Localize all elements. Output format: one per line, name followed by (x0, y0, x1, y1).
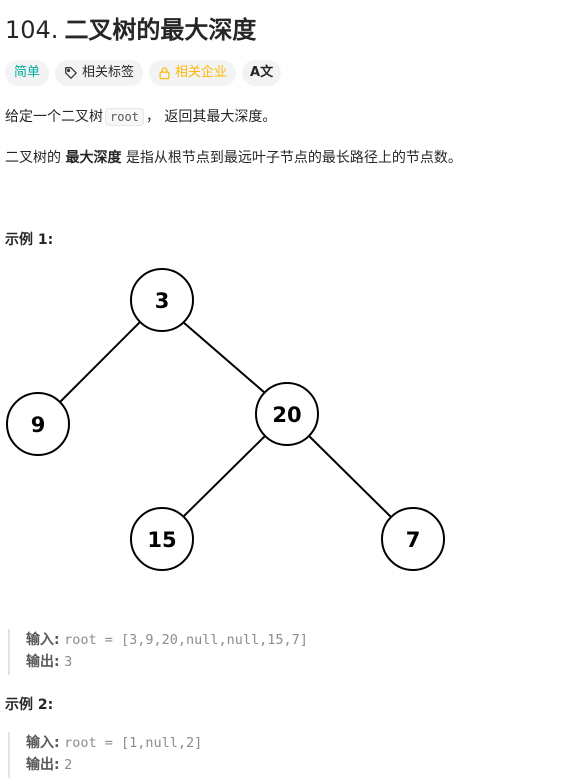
tree-edge (183, 435, 266, 517)
tree-node-label: 20 (272, 403, 301, 427)
output-value: 2 (64, 757, 73, 773)
input-label: 输入: (26, 735, 60, 751)
example-1-title: 示例 1: (5, 232, 54, 248)
tree-node-label: 7 (406, 528, 421, 552)
topics-tag-label: 相关标签 (82, 65, 135, 80)
output-label: 输出: (26, 654, 60, 670)
example-2-title: 示例 2: (5, 697, 54, 713)
tree-node-15 (130, 507, 194, 571)
tag-icon (64, 66, 78, 80)
tree-node-3 (130, 268, 194, 332)
tree-node-20 (255, 382, 319, 446)
tree-node-7 (381, 507, 445, 571)
topics-tag-button[interactable]: 相关标签 (55, 60, 144, 86)
example-1-output: 输出: 3 (26, 651, 308, 673)
problem-name: 二叉树的最大深度 (64, 16, 257, 44)
example-2-input: 输入: root = [1,null,2] (26, 732, 202, 754)
input-value: root = [1,null,2] (64, 735, 203, 751)
companies-tag-button[interactable]: 相关企业 (149, 60, 237, 86)
tree-edge (58, 321, 141, 404)
description-text: 是指从根节点到最远叶子节点的最长路径上的节点数。 (125, 150, 462, 166)
description-bold-term: 最大深度 (65, 150, 122, 166)
output-value: 3 (64, 654, 73, 670)
translate-icon: A文 (250, 65, 274, 80)
difficulty-badge[interactable]: 简单 (5, 60, 50, 86)
tree-node-label: 15 (147, 528, 176, 552)
problem-number: 104. (5, 16, 59, 44)
tree-edge (182, 321, 266, 394)
tree-node-label: 9 (31, 413, 46, 437)
problem-title: 104. 二叉树的最大深度 (5, 10, 256, 44)
example-2-block: 输入: root = [1,null,2] 输出: 2 (8, 732, 202, 778)
tag-bar: 简单 相关标签 相关企业 A文 (5, 60, 282, 86)
binary-tree-diagram: 3 9 20 15 7 (6, 268, 445, 571)
inline-code-root: root (105, 108, 144, 126)
companies-tag-label: 相关企业 (175, 65, 228, 80)
example-1-block: 输入: root = [3,9,20,null,null,15,7] 输出: 3 (8, 629, 308, 675)
description-text: ， 返回其最大深度。 (145, 109, 277, 125)
output-label: 输出: (26, 757, 60, 773)
description-paragraph-2: 二叉树的 最大深度 是指从根节点到最远叶子节点的最长路径上的节点数。 (5, 147, 462, 169)
lock-icon (158, 66, 171, 80)
input-label: 输入: (26, 632, 60, 648)
example-1-input: 输入: root = [3,9,20,null,null,15,7] (26, 629, 308, 651)
tree-edge (308, 435, 393, 519)
example-2-output: 输出: 2 (26, 754, 202, 776)
tree-node-label: 3 (155, 289, 170, 313)
description-text: 二叉树的 (5, 150, 61, 166)
translate-button[interactable]: A文 (242, 60, 282, 86)
difficulty-label: 简单 (14, 65, 41, 80)
description-text: 给定一个二叉树 (5, 109, 103, 125)
tree-node-9 (6, 392, 70, 456)
input-value: root = [3,9,20,null,null,15,7] (64, 632, 308, 648)
